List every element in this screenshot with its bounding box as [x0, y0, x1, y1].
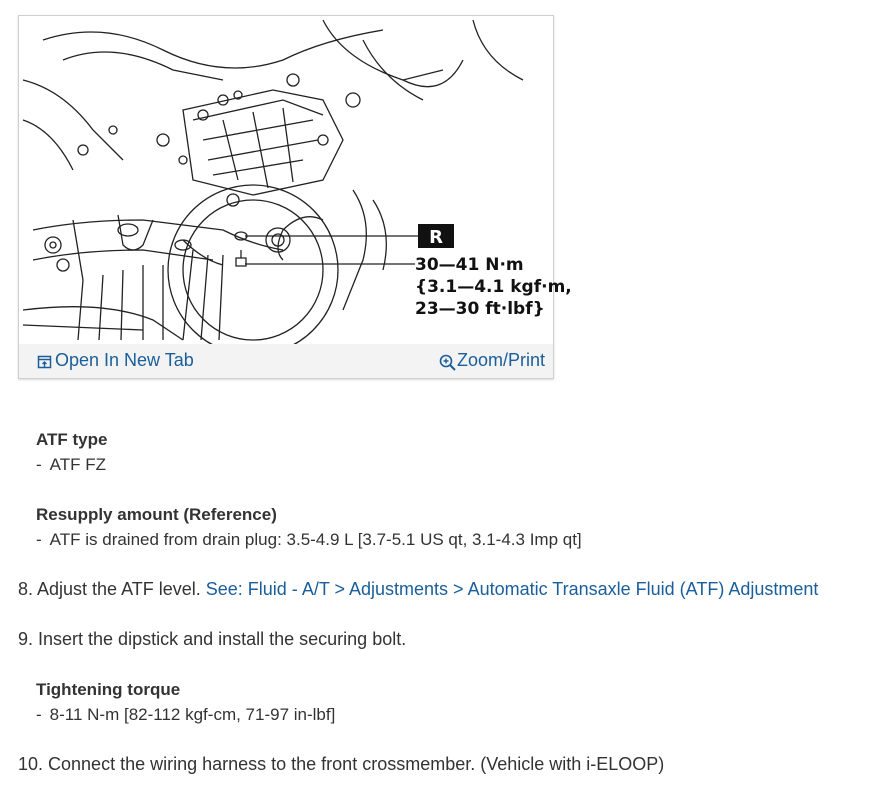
- zoom-in-icon: [435, 353, 456, 371]
- resupply-heading: Resupply amount (Reference): [36, 505, 277, 524]
- dash: -: [36, 455, 42, 474]
- callout-letter: R: [429, 227, 443, 248]
- tightening-torque-heading: Tightening torque: [36, 680, 181, 699]
- dash: -: [36, 705, 42, 724]
- step-10: 10. Connect the wiring harness to the fr…: [18, 754, 665, 774]
- diagram-figure: R 30—41 N·m {3.1—4.1 kgf·m, 23—30 ft·lbf…: [18, 15, 572, 379]
- step-8-text: 8. Adjust the ATF level.: [18, 579, 206, 599]
- resupply-value: -ATF is drained from drain plug: 3.5-4.9…: [36, 530, 582, 550]
- step-8: 8. Adjust the ATF level. See: Fluid - A/…: [18, 579, 818, 600]
- step-9: 9. Insert the dipstick and install the s…: [18, 629, 407, 649]
- open-in-new-tab-label: Open In New Tab: [55, 350, 194, 370]
- atf-adjustment-link[interactable]: See: Fluid - A/T > Adjustments > Automat…: [205, 579, 819, 599]
- torque-label-line1: 30—41 N·m: [415, 255, 524, 275]
- resupply-text: ATF is drained from drain plug: 3.5-4.9 …: [49, 530, 582, 549]
- atf-type-value: -ATF FZ: [36, 455, 107, 475]
- torque-label-line2: {3.1—4.1 kgf·m,: [415, 277, 572, 297]
- zoom-print-link[interactable]: Zoom/Print: [435, 350, 545, 371]
- transaxle-diagram: R 30—41 N·m {3.1—4.1 kgf·m, 23—30 ft·lbf…: [22, 19, 572, 356]
- zoom-print-label: Zoom/Print: [456, 350, 545, 370]
- open-in-new-tab-link[interactable]: Open In New Tab: [33, 350, 194, 371]
- tightening-torque-value: -8-11 N-m [82-112 kgf-cm, 71-97 in-lbf]: [36, 705, 336, 725]
- open-in-new-tab-icon: [33, 353, 52, 369]
- torque-label-line3: 23—30 ft·lbf}: [415, 299, 545, 319]
- atf-type-text: ATF FZ: [49, 455, 107, 474]
- atf-type-heading: ATF type: [36, 430, 108, 449]
- figure-footer: Open In New Tab Zoom/Print: [19, 344, 553, 378]
- dash: -: [36, 530, 42, 549]
- tightening-torque-text: 8-11 N-m [82-112 kgf-cm, 71-97 in-lbf]: [49, 705, 336, 724]
